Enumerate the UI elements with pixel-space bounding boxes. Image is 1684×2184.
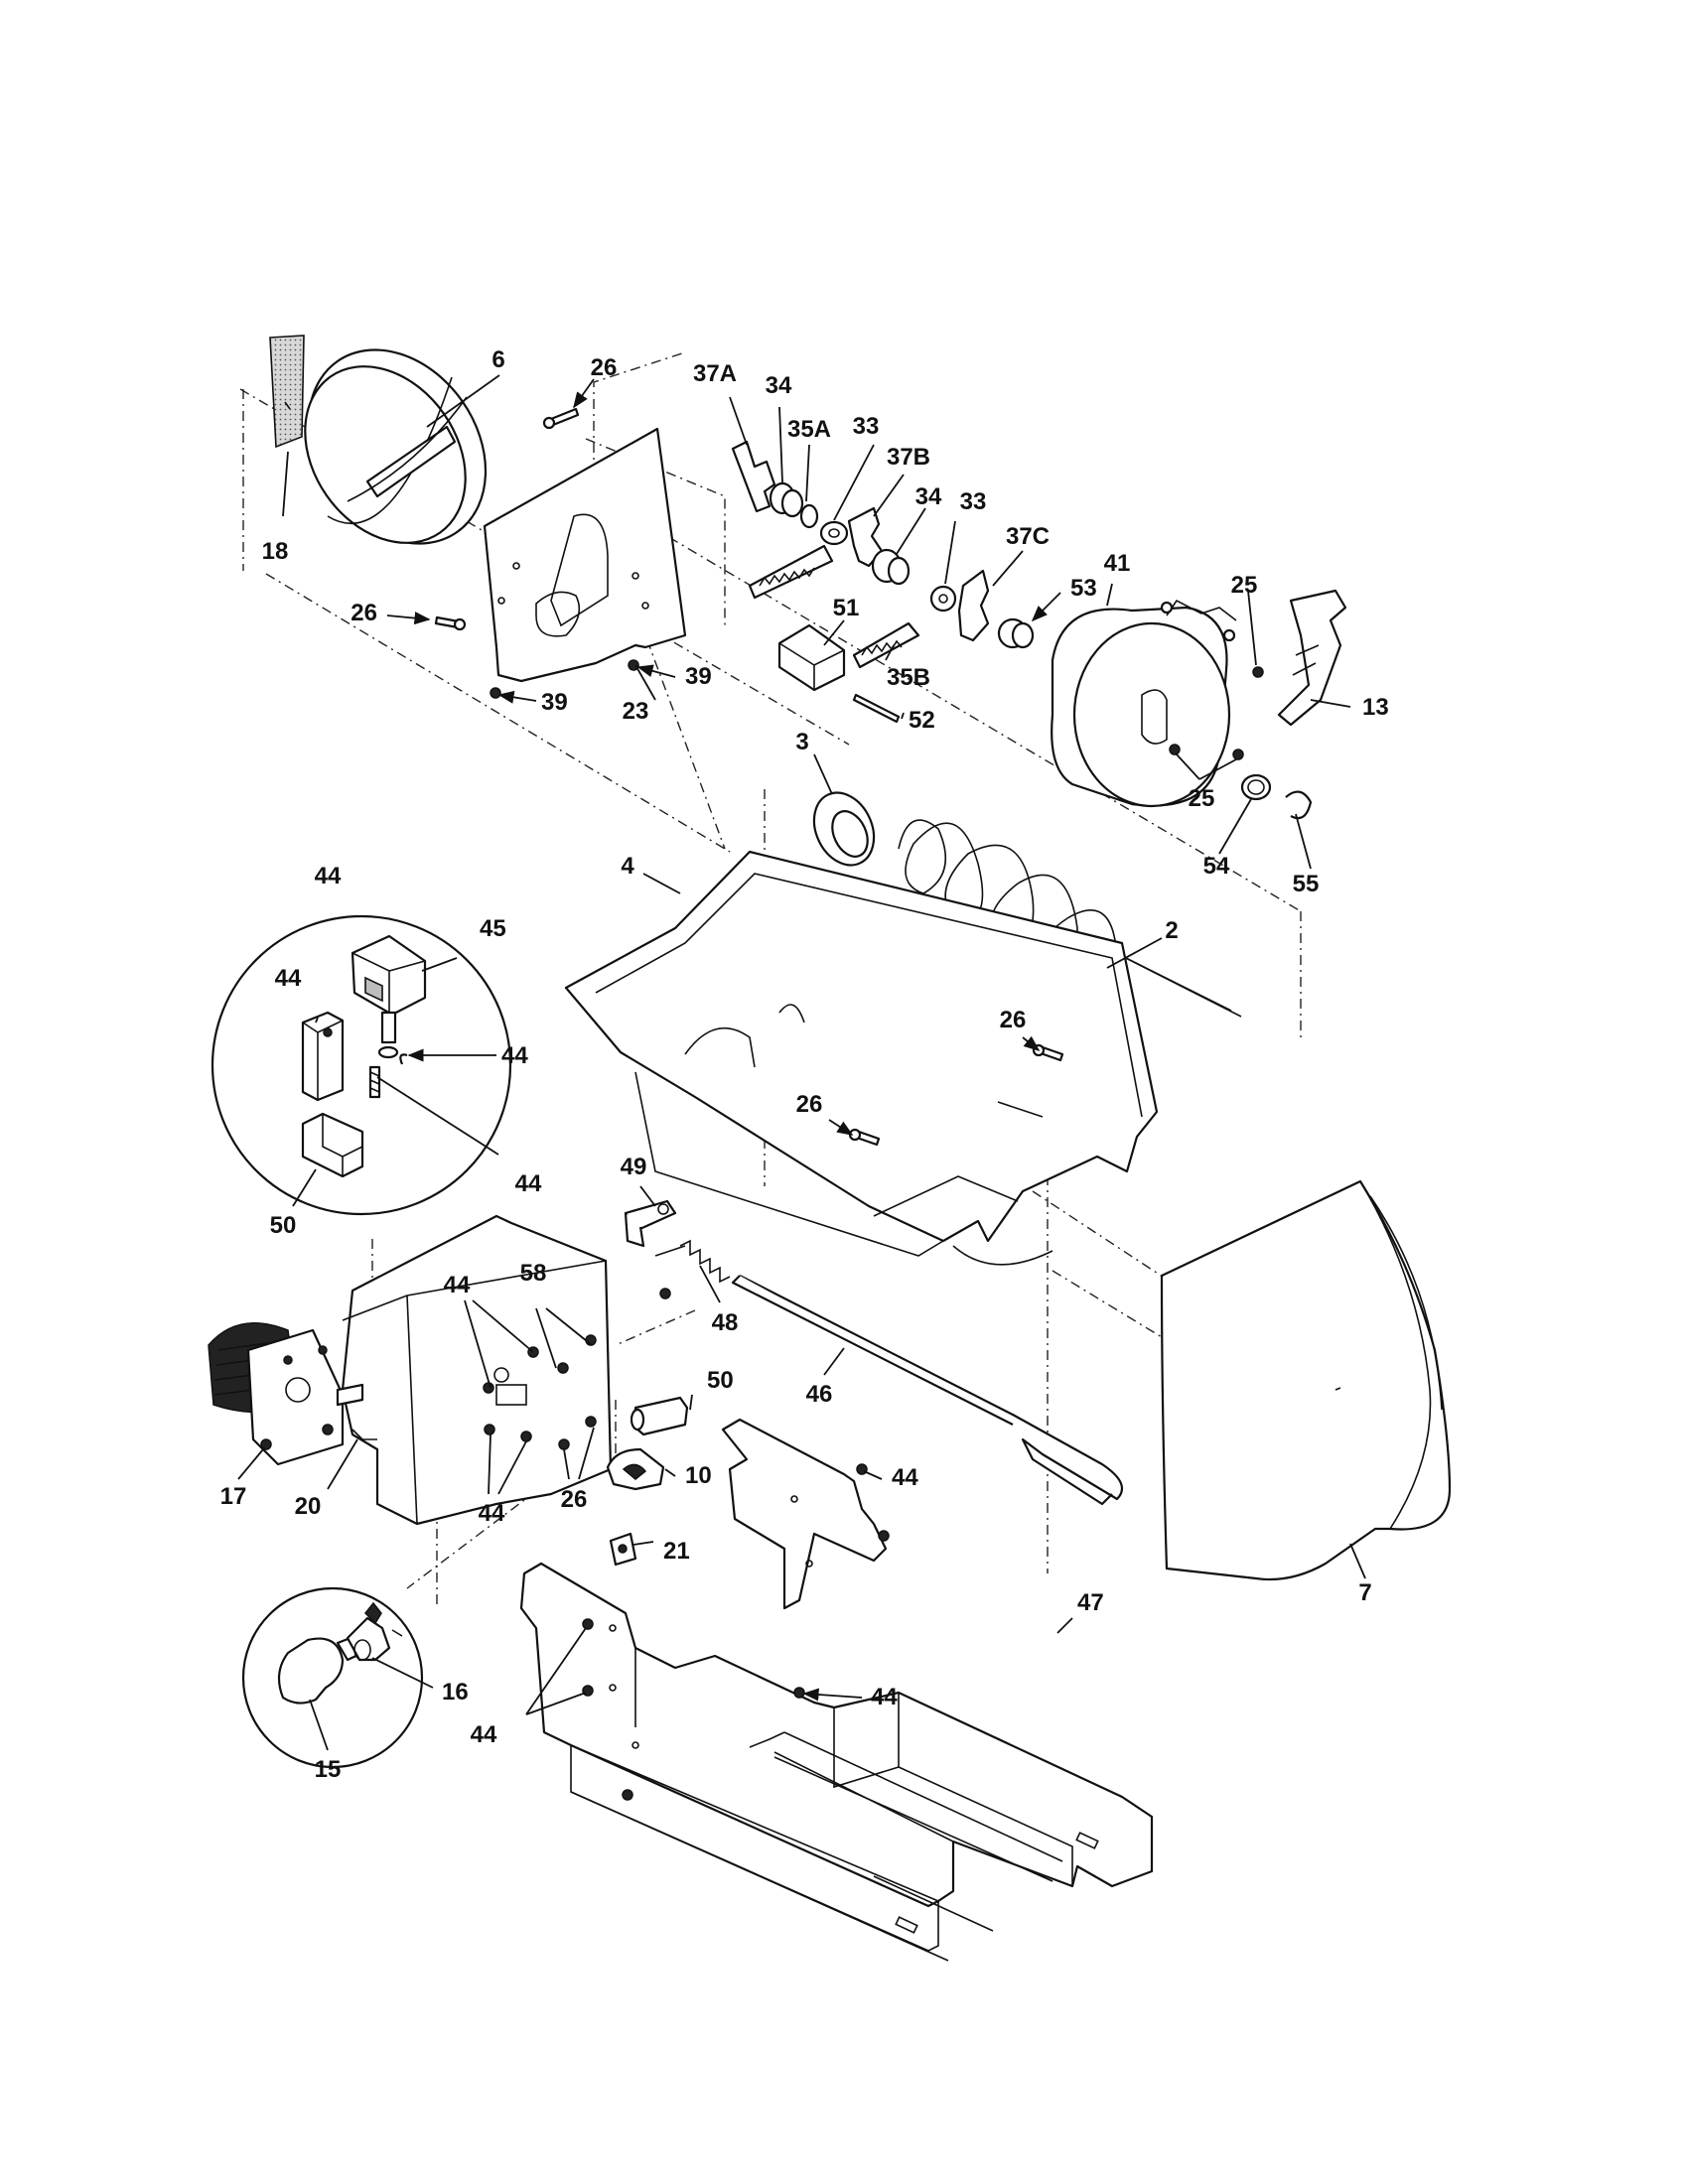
callout-23: 23 — [623, 698, 649, 725]
part-18-motor — [208, 1322, 364, 1466]
callout-25-a: 25 — [1231, 572, 1258, 599]
callout-33-a: 33 — [853, 413, 880, 440]
part-52-block — [777, 623, 846, 692]
part-6-drum — [304, 348, 488, 545]
callout-45C: 44 — [275, 965, 302, 992]
part-23-mounting-plate — [483, 427, 687, 683]
part-46-rod — [731, 1275, 1124, 1506]
callout-26-d: 26 — [796, 1091, 823, 1118]
callout-20: 20 — [295, 1493, 322, 1520]
callout-48: 49 — [621, 1154, 647, 1180]
callout-35A: 35A — [787, 416, 831, 443]
callout-13: 13 — [1362, 694, 1389, 721]
detail-lamp-circle — [241, 1586, 424, 1769]
part-4-bucket — [564, 850, 1159, 1266]
leader-lines — [237, 374, 1366, 1751]
callout-2: 2 — [1165, 917, 1178, 944]
callout-50: 50 — [270, 1212, 297, 1239]
callout-56: 55 — [1293, 871, 1320, 897]
callout-37B: 37B — [887, 444, 930, 471]
part-47-spring — [654, 1239, 731, 1284]
callout-10: 10 — [685, 1462, 712, 1489]
callout-labels: 6 26 37A 34 35A 33 37B 34 33 37C 41 53 2… — [220, 346, 1389, 1783]
callout-26-b: 26 — [351, 600, 377, 626]
callout-45B: 44 — [501, 1042, 528, 1069]
callout-25-b: 25 — [1189, 785, 1215, 812]
part-41-housing — [1051, 599, 1237, 808]
callout-26-c: 26 — [1000, 1007, 1027, 1033]
part-21-clip — [609, 1532, 637, 1567]
part-7-cover — [1160, 1179, 1452, 1581]
callout-7: 7 — [1358, 1579, 1371, 1606]
callout-26-a: 26 — [591, 354, 618, 381]
callout-18: 17 — [220, 1483, 247, 1510]
callout-58: 58 — [520, 1260, 547, 1287]
callout-52: 51 — [833, 595, 860, 621]
detail-45-circle — [210, 914, 512, 1216]
callout-49: 47 — [1077, 1589, 1104, 1616]
callout-34-b: 34 — [915, 483, 942, 510]
callout-6: 6 — [491, 346, 504, 373]
part-49-tray — [519, 1562, 1154, 1962]
part-53-pin — [852, 693, 901, 724]
callout-4: 4 — [621, 853, 634, 880]
callout-54: 53 — [1070, 575, 1097, 602]
callout-37A: 37A — [693, 360, 737, 387]
part-48-bracket — [624, 1199, 677, 1248]
part-back-plate — [721, 1418, 890, 1610]
callout-39-a: 39 — [541, 689, 568, 716]
callout-41: 41 — [1104, 550, 1131, 577]
callout-33-b: 33 — [960, 488, 987, 515]
callout-51: 50 — [707, 1367, 734, 1394]
screw-47 — [659, 1288, 671, 1299]
part-13-bracket — [1277, 589, 1347, 727]
part-10-cam — [606, 1447, 665, 1491]
part-51-switch — [630, 1396, 689, 1436]
part-3-ring — [812, 791, 876, 867]
callout-26-e: 26 — [561, 1486, 588, 1513]
callout-3: 3 — [795, 729, 808, 755]
callout-55: 54 — [1203, 853, 1230, 880]
small-parts-right — [1169, 666, 1313, 820]
callout-44-c: 44 — [479, 1500, 505, 1527]
callout-47: 48 — [712, 1309, 739, 1336]
callout-15: 15 — [315, 1756, 342, 1783]
callout-53: 52 — [909, 707, 935, 734]
callout-44-e: 44 — [471, 1721, 497, 1748]
callout-45D: 45 — [480, 915, 506, 942]
part-17-strip — [269, 335, 305, 449]
callout-34-a: 34 — [766, 372, 792, 399]
callout-45: 44 — [315, 863, 342, 889]
callout-46: 46 — [806, 1381, 833, 1408]
callout-16: 16 — [442, 1679, 469, 1706]
blade-assembly — [731, 440, 1035, 669]
part-20-control-box — [341, 1214, 613, 1526]
callout-17: 18 — [262, 538, 289, 565]
callout-39-b: 39 — [685, 663, 712, 690]
callout-44-d: 44 — [871, 1684, 898, 1710]
callout-44-b: 44 — [892, 1464, 918, 1491]
screws-plate — [434, 407, 639, 699]
callout-21: 21 — [663, 1538, 690, 1565]
screws-control-box — [483, 1334, 597, 1450]
callout-37C: 37C — [1006, 523, 1050, 550]
callout-45A: 44 — [515, 1170, 542, 1197]
callout-44-a: 44 — [444, 1272, 471, 1298]
callout-35B: 35B — [887, 664, 930, 691]
